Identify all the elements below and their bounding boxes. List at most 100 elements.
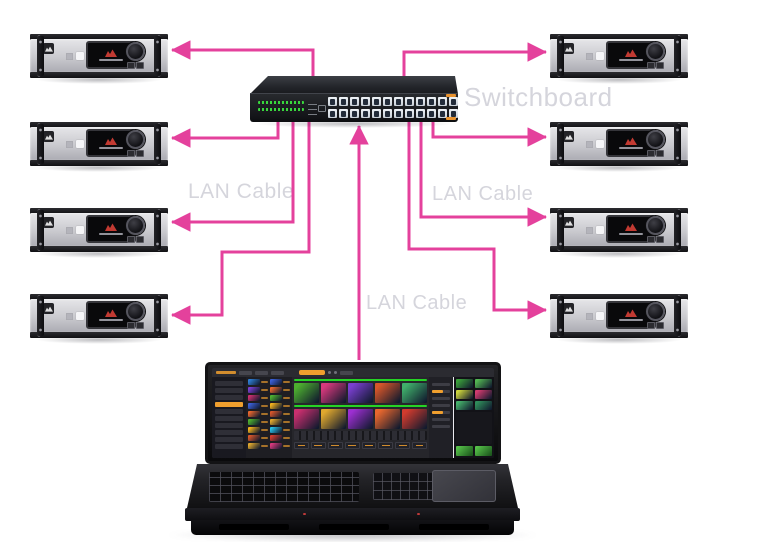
uplink-tag [446,94,456,97]
back-button [656,62,664,69]
display-text-bar [99,233,123,235]
media-thumbnail [248,427,268,433]
switch-front-face [250,93,458,122]
menu-button [647,150,655,157]
ethernet-port [339,97,348,106]
switch-to-left-1 [171,40,315,80]
media-thumbnail [270,403,290,409]
brand-logo-icon [105,223,117,231]
ethernet-port [383,97,392,106]
monitor-panel [454,377,494,458]
monitor-thumbnail [475,379,492,388]
media-thumbnail [248,395,268,401]
rack-ear-right [154,124,161,164]
screen-control-button [310,442,326,449]
scene-thumbnail [348,383,373,403]
ethernet-port-grid [328,97,458,118]
toolbar-button [239,370,252,375]
device-shadow [36,77,162,84]
media-thumbnail [270,379,290,385]
media-thumbnail [270,435,290,441]
control-knob [126,42,145,61]
media-thumbnail [270,419,290,425]
panel-button [76,226,84,234]
switch-to-left-4 [171,118,311,325]
take-button [299,370,325,375]
rack-ear-right [674,124,681,164]
ethernet-port [438,97,447,106]
panel-button [66,313,73,320]
vent-slot [219,524,289,530]
switch-to-left-3 [171,118,295,232]
device-shadow [36,337,162,344]
device-front-panel [550,127,688,161]
property-slider [432,425,450,428]
sidebar-item [215,437,243,442]
display-text-bar [619,319,643,321]
screen-sidebar [212,377,246,458]
rack-ear-left [557,124,564,164]
menu-button [127,236,135,243]
ethernet-port [350,97,359,106]
monitor-thumbnail [456,390,473,399]
panel-button [76,52,84,60]
rack-ear-left [37,36,44,76]
rack-ear-right [674,210,681,250]
ethernet-port [372,109,381,118]
control-knob [126,302,145,321]
back-button [136,150,144,157]
brand-logo-icon [43,131,54,142]
rack-ear-left [557,210,564,250]
device-front-panel [550,299,688,333]
rack-ear-right [154,296,161,336]
control-knob [646,42,665,61]
ethernet-port [372,97,381,106]
library-column [248,379,268,456]
media-library [246,377,292,458]
panel-button [586,227,593,234]
scene-thumbnail [321,383,346,403]
console-keyboard [209,472,359,502]
network-switch [250,76,458,128]
switch-top-face [250,76,458,94]
screen-control-button [344,442,360,449]
rack-rail-bottom [30,246,168,252]
program-thumbnail [475,446,492,456]
ethernet-port [438,109,447,118]
panel-markings [308,100,317,115]
led-row [258,101,304,104]
rack-rail-top [30,208,168,214]
properties-panel [429,377,453,458]
device-front-panel [550,39,688,73]
led-processor-right-4 [548,294,690,344]
control-knob [126,216,145,235]
scene-thumbnail [294,383,319,403]
rack-ear-right [154,210,161,250]
lan-cable-label-right: LAN Cable [432,183,534,205]
sidebar-item [215,395,243,400]
control-knob [646,302,665,321]
media-thumbnail [270,443,290,449]
switch-to-right-4 [407,118,547,320]
ethernet-port [405,109,414,118]
media-thumbnail [248,435,268,441]
vent-slot [319,524,389,530]
rack-ear-left [37,296,44,336]
scene-live-bar [294,379,427,381]
display-text-bar [99,59,123,61]
brand-logo-icon [43,303,54,314]
rack-rail-bottom [30,72,168,78]
control-knob [646,130,665,149]
power-led [303,513,306,515]
brand-logo-icon [563,131,574,142]
ethernet-port [339,109,348,118]
reset-switch [318,105,326,112]
menu-button [127,62,135,69]
ethernet-port [449,97,458,106]
back-button [656,322,664,329]
device-front-panel [30,299,168,333]
rack-ear-left [37,124,44,164]
media-software-ui [212,368,494,458]
screen-body [212,377,494,458]
brand-logo-icon [625,137,637,145]
